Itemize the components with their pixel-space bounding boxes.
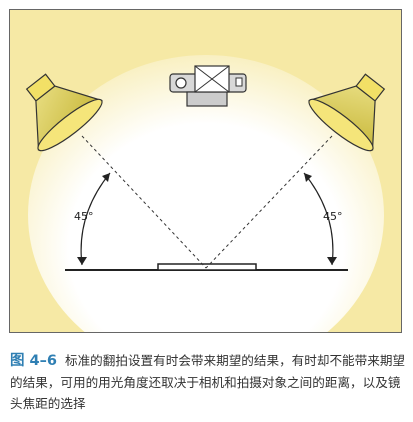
caption-text: 标准的翻拍设置有时会带来期望的结果，有时却不能带来期望的结果，可用的用光角度还取… [10,353,406,411]
right-light-icon [308,73,386,152]
left-arc-arrow-bottom [77,257,87,265]
right-arc-arrow-top [304,173,312,182]
left-light-icon [25,73,103,152]
camera-icon [169,65,247,107]
spotlight-area [28,55,384,332]
left-angle-arc [80,172,111,266]
right-angle-arc [303,172,334,266]
right-arc-arrow-bottom [327,257,337,265]
right-angle-label: 45° [323,210,343,223]
left-angle-label: 45° [74,210,94,223]
figure-number: 图 4–6 [10,353,57,369]
left-light-path [81,135,207,269]
right-light-path [205,135,333,269]
copy-stand-diagram: 45° 45° [10,10,401,332]
figure-diagram: 45° 45° [9,9,402,333]
left-arc-arrow-top [102,173,110,182]
